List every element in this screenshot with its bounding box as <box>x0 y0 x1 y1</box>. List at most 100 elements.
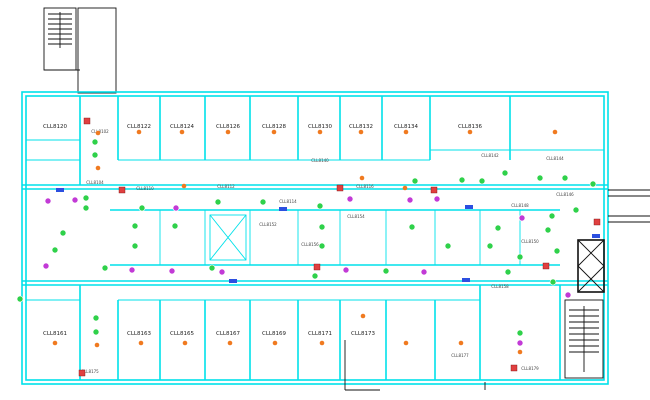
orange-device-marker-4 <box>95 165 101 171</box>
orange-device-marker-75 <box>227 340 233 346</box>
green-device-marker-69 <box>16 295 24 303</box>
room-label-south-0: CLL8161 <box>43 331 67 337</box>
red-device-marker-85 <box>78 369 86 377</box>
blue-device-marker-65 <box>462 278 470 282</box>
green-device-marker-35 <box>572 206 580 214</box>
green-device-marker-42 <box>131 222 139 230</box>
room-code-1: CLL8104 <box>86 180 104 185</box>
green-device-marker-29 <box>589 180 597 188</box>
room-code-4: CLL8114 <box>279 199 297 204</box>
green-device-marker-46 <box>318 242 326 250</box>
room-label-north-2: CLL8124 <box>170 124 194 130</box>
orange-device-marker-73 <box>138 340 144 346</box>
orange-device-marker-22 <box>402 185 408 191</box>
room-code-13: CLL8154 <box>347 214 365 219</box>
orange-device-marker-79 <box>403 340 409 346</box>
green-device-marker-43 <box>131 242 139 250</box>
magenta-device-marker-68 <box>564 291 572 299</box>
green-device-marker-34 <box>548 212 556 220</box>
green-device-marker-14 <box>214 198 222 206</box>
magenta-device-marker-56 <box>168 267 176 275</box>
green-device-marker-61 <box>311 272 319 280</box>
red-device-marker-86 <box>510 364 518 372</box>
green-device-marker-63 <box>382 267 390 275</box>
magenta-device-marker-58 <box>218 268 226 276</box>
room-label-north-0: CLL8120 <box>43 124 67 130</box>
green-device-marker-66 <box>504 268 512 276</box>
orange-device-marker-20 <box>359 175 365 181</box>
room-label-south-2: CLL8165 <box>170 331 194 337</box>
orange-device-marker-6 <box>181 183 187 189</box>
orange-device-marker-87 <box>136 129 142 135</box>
room-code-11: CLL8150 <box>521 239 539 244</box>
blue-device-marker-37 <box>592 234 600 238</box>
magenta-device-marker-31 <box>406 196 414 204</box>
red-device-marker-50 <box>542 262 550 270</box>
orange-device-marker-74 <box>182 340 188 346</box>
green-device-marker-70 <box>92 314 100 322</box>
green-device-marker-3 <box>91 151 99 159</box>
orange-device-marker-84 <box>52 340 58 346</box>
room-code-14: CLL8156 <box>301 242 319 247</box>
room-code-15: CLL8158 <box>491 284 509 289</box>
magenta-device-marker-64 <box>420 268 428 276</box>
blue-device-marker-11 <box>56 188 64 192</box>
orange-device-marker-78 <box>360 313 366 319</box>
room-code-7: CLL8142 <box>481 153 499 158</box>
green-device-marker-44 <box>171 222 179 230</box>
green-device-marker-54 <box>101 264 109 272</box>
orange-device-marker-93 <box>403 129 409 135</box>
green-device-marker-15 <box>259 198 267 206</box>
core-partitions <box>159 210 521 265</box>
orange-device-marker-77 <box>319 340 325 346</box>
green-device-marker-47 <box>408 223 416 231</box>
green-device-marker-41 <box>51 246 59 254</box>
magenta-device-marker-12 <box>172 204 180 212</box>
room-label-south-3: CLL8167 <box>216 331 240 337</box>
green-device-marker-71 <box>92 328 100 336</box>
south-partitions <box>26 285 561 380</box>
orange-device-marker-1 <box>95 130 101 136</box>
room-label-north-1: CLL8122 <box>127 124 151 130</box>
red-device-marker-19 <box>336 184 344 192</box>
red-device-marker-23 <box>430 186 438 194</box>
room-code-0: CLL8102 <box>91 129 109 134</box>
orange-device-marker-92 <box>358 129 364 135</box>
green-device-marker-24 <box>458 176 466 184</box>
room-code-17: CLL8177 <box>451 353 469 358</box>
green-device-marker-28 <box>561 174 569 182</box>
magenta-device-marker-62 <box>342 266 350 274</box>
green-device-marker-39 <box>494 224 502 232</box>
room-code-18: CLL8179 <box>521 366 539 371</box>
green-device-marker-25 <box>478 177 486 185</box>
orange-device-marker-83 <box>517 349 523 355</box>
north-stair <box>43 7 117 94</box>
room-label-north-6: CLL8132 <box>349 124 373 130</box>
magenta-device-marker-18 <box>346 195 354 203</box>
red-device-marker-36 <box>593 218 601 226</box>
orange-device-marker-91 <box>317 129 323 135</box>
red-device-marker-60 <box>313 263 321 271</box>
green-device-marker-8 <box>82 204 90 212</box>
green-device-marker-67 <box>549 278 557 286</box>
room-code-16: CLL8175 <box>81 369 99 374</box>
room-code-9: CLL8146 <box>556 192 574 197</box>
orange-device-marker-90 <box>271 129 277 135</box>
room-code-12: CLL8152 <box>259 222 277 227</box>
building-outline <box>21 91 609 385</box>
green-device-marker-38 <box>544 226 552 234</box>
room-code-3: CLL8112 <box>217 184 235 189</box>
magenta-device-marker-33 <box>518 214 526 222</box>
magenta-device-marker-55 <box>128 266 136 274</box>
green-device-marker-57 <box>208 264 216 272</box>
green-device-marker-52 <box>516 253 524 261</box>
orange-device-marker-76 <box>272 340 278 346</box>
green-device-marker-26 <box>501 169 509 177</box>
orange-device-marker-72 <box>94 342 100 348</box>
magenta-device-marker-9 <box>44 197 52 205</box>
room-label-north-7: CLL8134 <box>394 124 418 130</box>
blue-device-marker-59 <box>229 279 237 283</box>
